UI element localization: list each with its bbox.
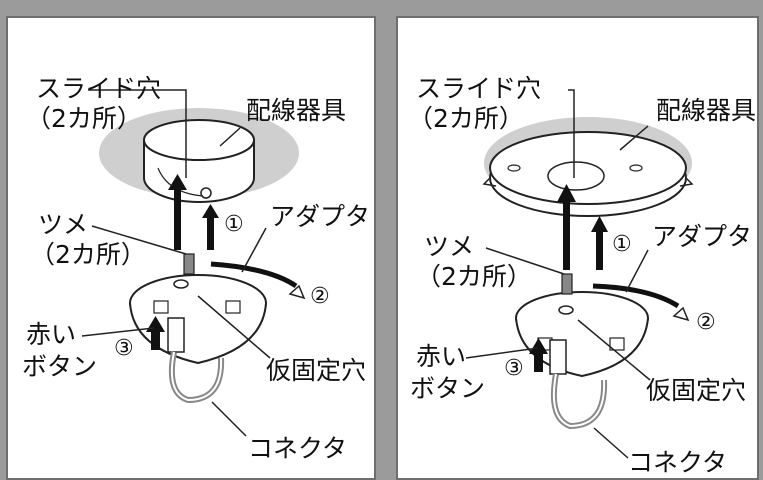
step-1-marker: ① bbox=[612, 232, 632, 257]
step-3-marker: ③ bbox=[114, 336, 134, 361]
adapter-label: アダプタ bbox=[270, 202, 371, 231]
wiring-fixture-label: 配線器具 bbox=[656, 96, 757, 125]
temp-hole-label: 仮固定穴 bbox=[266, 356, 367, 385]
right-illustration bbox=[465, 89, 694, 459]
right-panel: スライド穴 （2カ所） 配線器具 ツメ （2カ所） アダプタ ① ② ③ 赤い … bbox=[396, 16, 759, 480]
red-label: 赤い bbox=[26, 320, 77, 349]
wiring-fixture-label: 配線器具 bbox=[246, 96, 347, 125]
step-2-marker: ② bbox=[310, 284, 330, 309]
claw-count-label: （2カ所） bbox=[30, 240, 146, 269]
claw-label: ツメ bbox=[38, 210, 89, 239]
slide-hole-label: スライド穴 bbox=[416, 74, 542, 103]
slide-hole-count-label: （2カ所） bbox=[408, 104, 524, 133]
left-illustration bbox=[81, 89, 306, 437]
step-2-marker: ② bbox=[696, 310, 716, 335]
slide-hole-count-label: （2カ所） bbox=[26, 104, 142, 133]
button-label: ボタン bbox=[410, 374, 486, 403]
adapter-label: アダプタ bbox=[652, 222, 753, 251]
step-3-marker: ③ bbox=[504, 356, 524, 381]
button-label: ボタン bbox=[22, 352, 98, 381]
claw-label: ツメ bbox=[424, 232, 475, 261]
step-1-marker: ① bbox=[224, 212, 244, 237]
connector-label: コネクタ bbox=[248, 434, 348, 463]
slide-hole-label: スライド穴 bbox=[36, 74, 162, 103]
temp-hole-label: 仮固定穴 bbox=[646, 376, 747, 405]
claw-count-label: （2カ所） bbox=[416, 262, 532, 291]
connector-label: コネクタ bbox=[628, 448, 728, 477]
left-panel: スライド穴 （2カ所） 配線器具 ツメ （2カ所） アダプタ ① ② ③ 赤い … bbox=[6, 16, 376, 480]
red-label: 赤い bbox=[416, 342, 467, 371]
